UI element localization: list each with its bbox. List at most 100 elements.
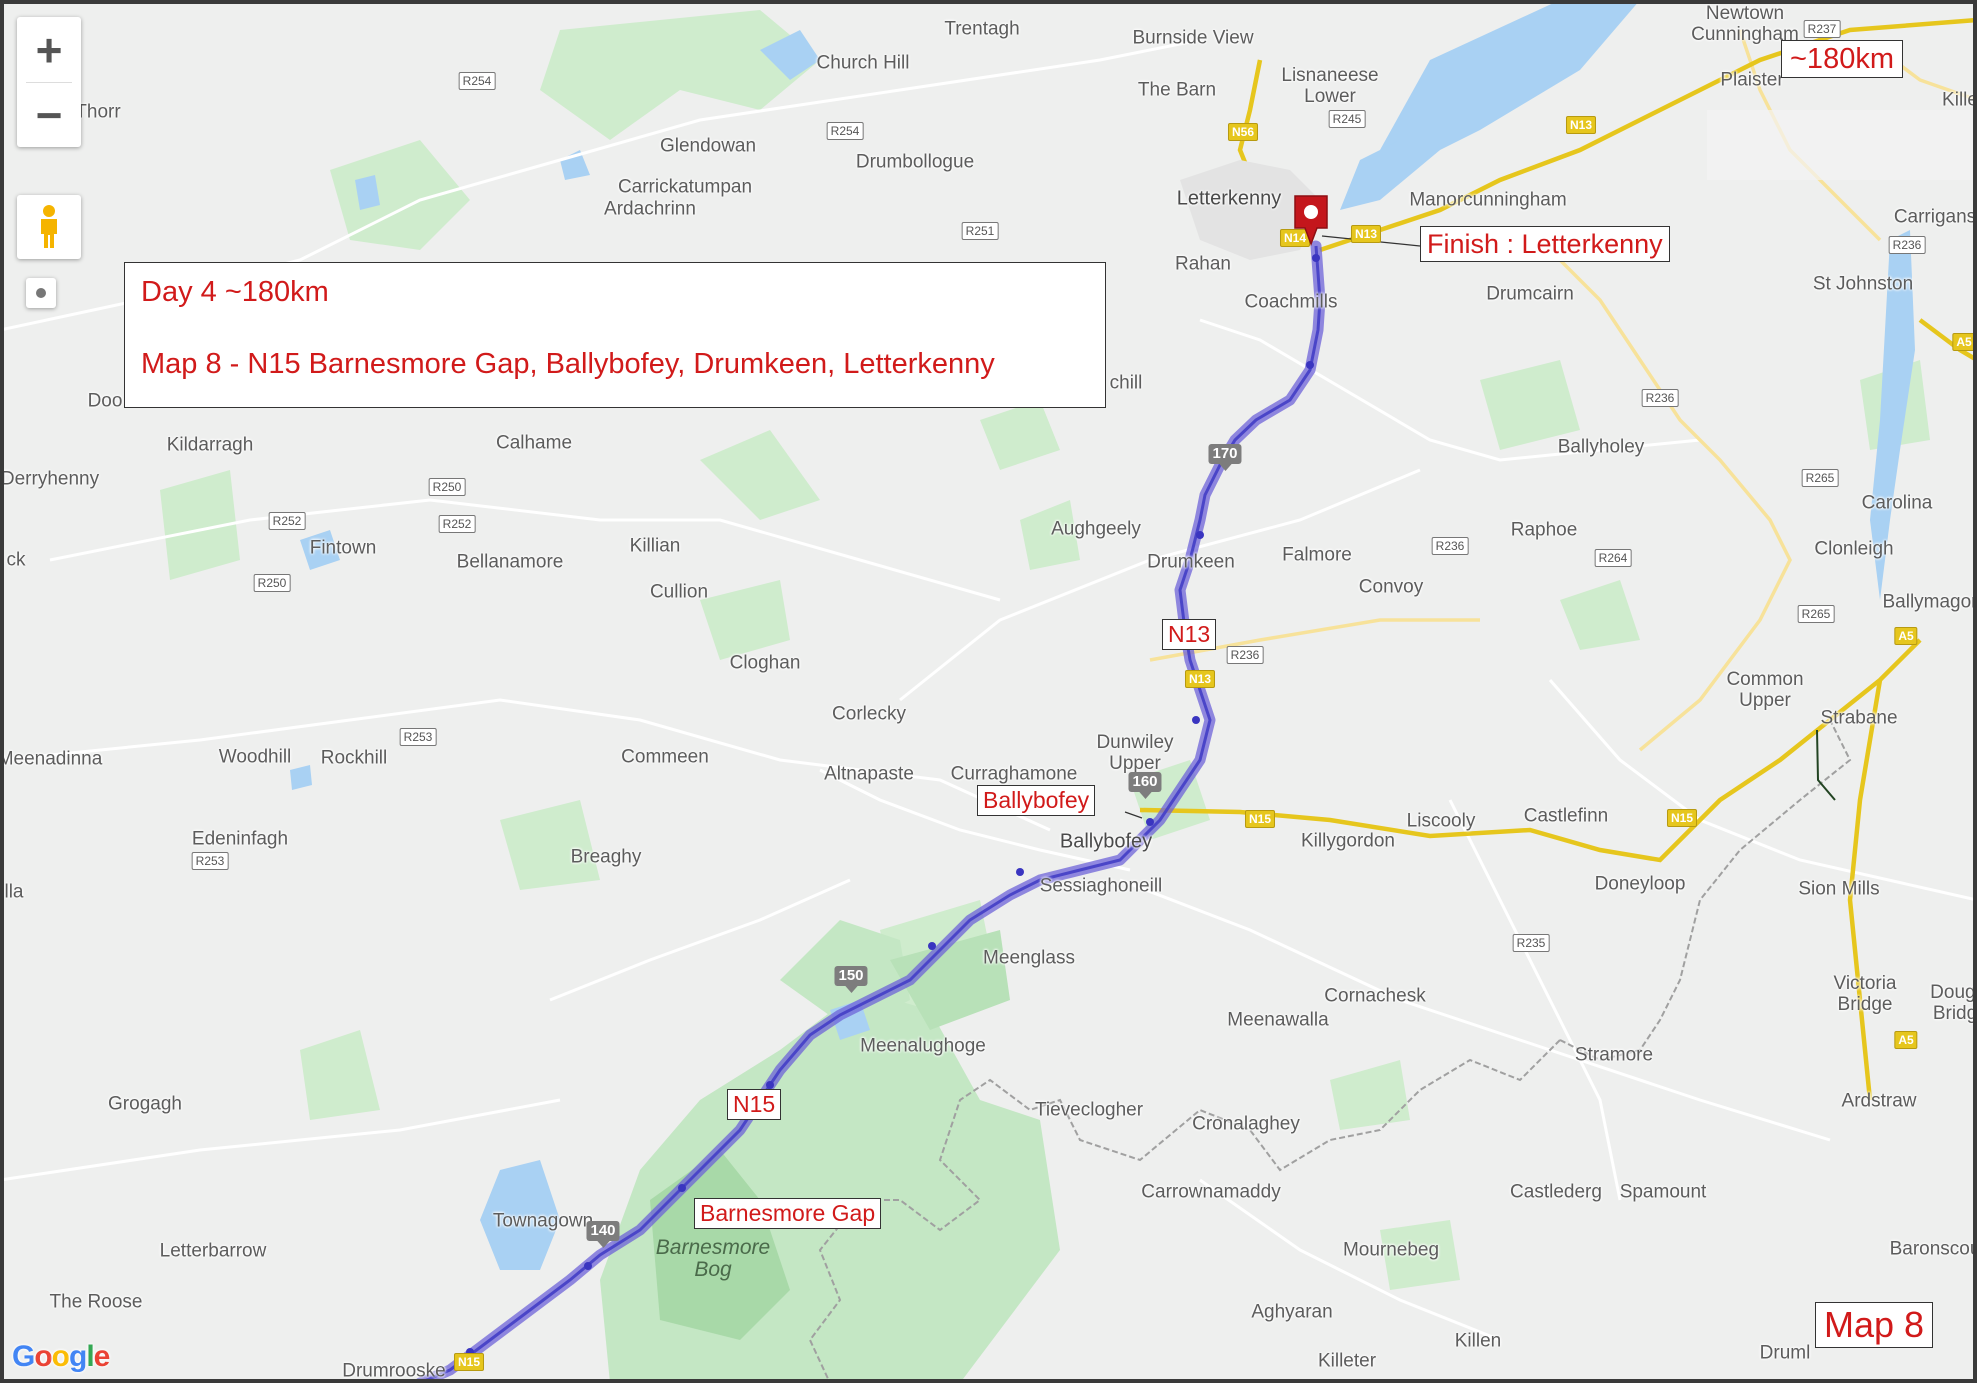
place-label: Castlefinn <box>1523 805 1609 827</box>
ballybofey-callout: Ballybofey <box>977 785 1096 816</box>
place-label: Rockhill <box>320 747 388 769</box>
route-info-box: Day 4 ~180km Map 8 - N15 Barnesmore Gap,… <box>124 262 1106 408</box>
road-shield: N15 <box>453 1353 485 1371</box>
road-shield: R252 <box>268 512 306 530</box>
road-shield: N56 <box>1227 123 1259 141</box>
place-label: Cloghan <box>729 652 801 674</box>
road-shield: R235 <box>1512 934 1550 952</box>
place-label: Tieveclogher <box>1034 1099 1144 1121</box>
road-shield: N13 <box>1184 670 1216 688</box>
route-info-title: Day 4 ~180km <box>141 276 329 308</box>
place-label: Ballymagor <box>1882 591 1977 613</box>
place-label: Drumbollogue <box>855 151 975 173</box>
n13-callout: N13 <box>1162 619 1217 650</box>
place-label: Convoy <box>1358 576 1424 598</box>
finish-pin-icon[interactable] <box>1291 194 1331 246</box>
road-shield: R245 <box>1328 110 1366 128</box>
place-label: Glendowan <box>659 135 757 157</box>
place-label: Drumcairn <box>1486 283 1574 305</box>
place-label: Spamount <box>1619 1181 1707 1203</box>
place-label: Fintown <box>309 537 377 559</box>
place-label: Killeter <box>1317 1350 1377 1372</box>
place-label: Carrigans <box>1893 206 1977 228</box>
place-label: Raphoe <box>1510 519 1578 541</box>
place-label: St Johnston <box>1812 273 1914 295</box>
place-label: Barnesmore Bog <box>655 1236 771 1281</box>
place-label: Townagown <box>492 1210 594 1232</box>
road-shield: R265 <box>1801 469 1839 487</box>
place-label: Sessiaghoneill <box>1039 875 1163 897</box>
place-label: Killian <box>629 535 681 557</box>
place-label: Baronscou <box>1889 1238 1977 1260</box>
place-label: Cullion <box>649 581 709 603</box>
road-shield: R253 <box>191 852 229 870</box>
place-label: Ardstraw <box>1841 1090 1917 1112</box>
km-marker: 140 <box>586 1221 620 1248</box>
road-shield: N15 <box>1666 809 1698 827</box>
road-shield: R265 <box>1797 605 1835 623</box>
place-label: Grogagh <box>108 1093 182 1115</box>
place-label: Calhame <box>495 432 573 454</box>
road-shield: N13 <box>1350 225 1382 243</box>
road-shield: A5 <box>1894 1031 1918 1049</box>
zoom-divider <box>26 81 72 83</box>
place-label: Strabane <box>1820 707 1898 729</box>
place-label: Breaghy <box>570 846 642 868</box>
my-location-icon[interactable] <box>26 278 56 308</box>
finish-callout: Finish : Letterkenny <box>1420 226 1670 262</box>
place-label: Castlederg <box>1510 1181 1602 1203</box>
place-label: Ballyholey <box>1557 436 1645 458</box>
n15-callout: N15 <box>727 1089 782 1120</box>
road-shield: N15 <box>1244 810 1276 828</box>
place-label: Drumkeen <box>1147 551 1235 573</box>
road-shield: R236 <box>1226 646 1264 664</box>
place-label: Stramore <box>1574 1044 1654 1066</box>
road-shield: R250 <box>253 574 291 592</box>
place-label: Burnside View <box>1132 27 1254 49</box>
place-label: Common Upper <box>1726 669 1804 711</box>
route-info-description: Map 8 - N15 Barnesmore Gap, Ballybofey, … <box>141 348 995 380</box>
road-shield: R252 <box>438 515 476 533</box>
road-shield: A5 <box>1894 627 1918 645</box>
street-view-pegman-icon[interactable] <box>17 195 81 259</box>
road-shield: R254 <box>458 72 496 90</box>
road-shield: A5 <box>1952 333 1976 351</box>
place-label: Cronalaghey <box>1192 1113 1300 1135</box>
place-label: Kille <box>1942 89 1977 111</box>
barnesmore-gap-callout: Barnesmore Gap <box>694 1198 882 1229</box>
zoom-out-button[interactable]: − <box>35 88 63 141</box>
place-label: ck <box>6 549 26 571</box>
place-label: Carrickatumpan <box>617 176 753 198</box>
road-shield: R236 <box>1641 389 1679 407</box>
place-label: Killen <box>1454 1330 1502 1352</box>
zoom-in-button[interactable]: + <box>35 23 63 76</box>
road-shield: R254 <box>826 122 864 140</box>
place-label: Druml <box>1759 1342 1811 1364</box>
place-label: Meenalughoge <box>860 1035 986 1057</box>
place-label: Sion Mills <box>1798 878 1880 900</box>
place-label: Liscooly <box>1406 810 1476 832</box>
road-shield: R264 <box>1594 549 1632 567</box>
place-label: Falmore <box>1282 544 1352 566</box>
road-shield: N13 <box>1565 116 1597 134</box>
road-shield: R236 <box>1888 236 1926 254</box>
place-label: Dougl Bridg <box>1930 982 1977 1024</box>
place-label: Letterbarrow <box>159 1240 267 1262</box>
place-label: Letterkenny <box>1176 187 1282 210</box>
place-label: Doneyloop <box>1594 873 1686 895</box>
place-label: Cornachesk <box>1324 985 1426 1007</box>
place-label: Altnapaste <box>824 763 914 785</box>
place-label: Ballybofey <box>1059 830 1153 853</box>
place-label: Aughgeely <box>1051 518 1141 540</box>
place-label: Meenglass <box>983 947 1075 969</box>
road-shield: R236 <box>1431 537 1469 555</box>
place-label: Clonleigh <box>1814 538 1894 560</box>
place-label: Meenadinna <box>0 748 103 770</box>
place-label: Plaister <box>1720 69 1784 91</box>
place-label: Kildarragh <box>166 434 254 456</box>
place-label: Mournebeg <box>1342 1239 1440 1261</box>
map-number-badge: Map 8 <box>1815 1302 1934 1348</box>
zoom-control: + − <box>17 17 81 147</box>
